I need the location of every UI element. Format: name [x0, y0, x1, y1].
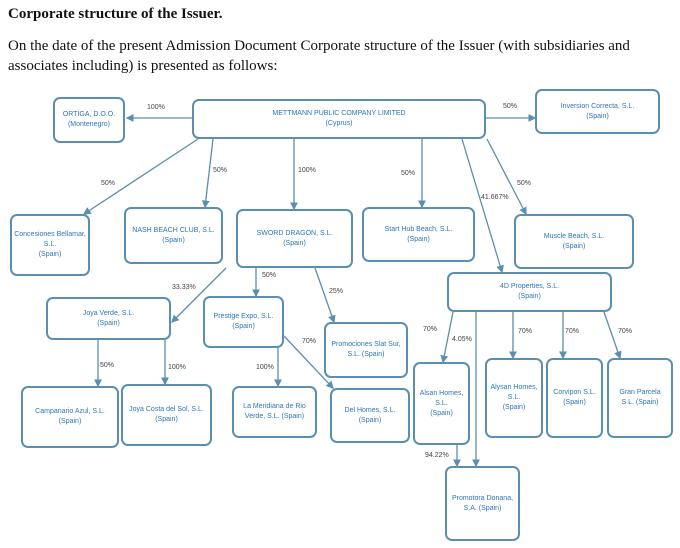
pct-corvipon: 70% [565, 328, 580, 335]
entity-country: S.L. (Spain) [621, 399, 659, 406]
entity-4d-properties: 4D Properties, S.L. (Spain) [447, 272, 612, 312]
entity-campanario: Campanario Azul, S.L. (Spain) [21, 386, 119, 448]
entity-name: Corvipon S.L. [553, 389, 596, 396]
entity-nash: NASH BEACH CLUB, S.L. (Spain) [124, 207, 223, 264]
pct-campanario: 50% [100, 362, 115, 369]
entity-alysan: Alysan Homes, S.L. (Spain) [485, 358, 543, 438]
entity-name: Alysan Homes, S.L. [490, 384, 538, 401]
pct-muscle: 50% [517, 180, 532, 187]
entity-mettmann: METTMANN PUBLIC COMPANY LIMITED (Cyprus) [192, 99, 486, 139]
intro-paragraph: On the date of the present Admission Doc… [8, 38, 630, 74]
entity-country: (Spain) [38, 251, 62, 258]
entity-country: (Spain) [407, 235, 430, 243]
pct-nash: 50% [213, 167, 228, 174]
entity-corvipon: Corvipon S.L. (Spain) [546, 358, 603, 438]
section-heading: Corporate structure of the Issuer. [8, 6, 223, 22]
entity-country: (Spain) [97, 319, 120, 327]
pct-promotora-alsan: 94.22% [425, 452, 449, 459]
entity-country: (Spain) [58, 418, 82, 425]
entity-country: S.L. (Spain) [347, 351, 385, 358]
pct-meridiana: 100% [256, 364, 274, 371]
entity-name: Alsan Homes, S.L. [419, 389, 464, 407]
pct-promociones: 25% [329, 288, 344, 295]
pct-sword: 100% [298, 167, 316, 174]
entity-joya-verde: Joya Verde, S.L. (Spain) [46, 297, 171, 340]
pct-starthub: 50% [401, 170, 416, 177]
entity-starthub: Start Hub Beach, S.L. (Spain) [362, 207, 475, 262]
entity-name: Concesiones Bellamar, S.L. [14, 231, 86, 248]
entity-country: (Spain) [358, 416, 382, 424]
entity-name: 4D Properties, S.L. [499, 283, 560, 290]
pct-del-homes: 70% [302, 338, 317, 345]
entity-alsan: Alsan Homes, S.L. (Spain) [413, 362, 470, 445]
pct-alysan: 70% [518, 328, 533, 335]
entity-name: Joya Costa del Sol, S.L. [129, 406, 204, 413]
entity-country: (Montenegro) [67, 121, 110, 128]
entity-concesiones: Concesiones Bellamar, S.L. (Spain) [10, 214, 90, 276]
entity-ortiga: ORTIGA, D.O.O. (Montenegro) [53, 97, 125, 143]
entity-prestige: Prestige Expo, S.L. (Spain) [203, 296, 284, 348]
entity-country: (Spain) [562, 242, 586, 250]
entity-name: Inversion Correcta, S.L. [560, 102, 635, 110]
entity-promotora: Promotora Donana, S.A. (Spain) [445, 466, 520, 541]
entity-country: (Spain) [518, 293, 541, 300]
entity-country: (Spain) [430, 409, 453, 417]
pct-inversion: 50% [503, 103, 518, 110]
entity-country: (Spain) [155, 416, 178, 423]
pct-joya-costa: 100% [168, 364, 186, 371]
entity-name: NASH BEACH CLUB, S.L. [132, 226, 215, 234]
pct-alsan: 70% [423, 326, 438, 333]
entity-name: Prestige Expo, S.L. [213, 313, 274, 320]
entity-name: ORTIGA, D.O.O. [62, 111, 116, 118]
entity-country: (Spain) [283, 239, 306, 247]
pct-promotora-4d: 4.05% [452, 336, 472, 343]
entity-name: METTMANN PUBLIC COMPANY LIMITED [272, 110, 406, 117]
entity-sword: SWORD DRAGON, S.L. (Spain) [236, 209, 353, 268]
entity-country: (Spain) [162, 236, 185, 244]
entity-del-homes: Del Homes, S.L. (Spain) [330, 388, 410, 443]
entity-promociones: Promociones Slat Sur, S.L. (Spain) [324, 322, 408, 378]
entity-country: (Cyprus) [325, 120, 353, 127]
entity-name: Del Homes, S.L. [344, 406, 396, 414]
pct-prestige: 50% [262, 272, 277, 279]
entity-name: Muscle Beach, S.L. [543, 232, 605, 240]
pct-gran-parcela: 70% [618, 328, 633, 335]
entity-name: La Meridiana de Rio [243, 403, 306, 410]
entity-inversion: Inversion Correcta, S.L. (Spain) [535, 89, 660, 134]
entity-country: (Spain) [232, 323, 255, 330]
entity-country: Verde, S.L. (Spain) [244, 413, 305, 420]
entity-country: (Spain) [563, 399, 586, 406]
pct-concesiones: 50% [101, 180, 116, 187]
entity-joya-costa: Joya Costa del Sol, S.L. (Spain) [121, 384, 212, 446]
entity-country: (Spain) [502, 404, 526, 411]
entity-name: Campanario Azul, S.L. [35, 408, 105, 415]
entity-name: SWORD DRAGON, S.L. [256, 229, 333, 237]
pct-joya-verde: 33.33% [172, 284, 196, 291]
pct-4d: 41.667% [481, 194, 509, 201]
entity-name: Gran Parcela [619, 389, 661, 396]
entity-name: Joya Verde, S.L. [82, 309, 135, 317]
entity-country: S.A. (Spain) [463, 504, 502, 512]
entity-name: Promotora Donana, [451, 494, 514, 502]
entity-muscle: Muscle Beach, S.L. (Spain) [514, 214, 634, 269]
pct-ortiga: 100% [147, 104, 165, 111]
entity-name: Start Hub Beach, S.L. [384, 225, 453, 233]
entity-country: (Spain) [586, 112, 609, 120]
entity-name: Promociones Slat Sur, [331, 341, 401, 348]
